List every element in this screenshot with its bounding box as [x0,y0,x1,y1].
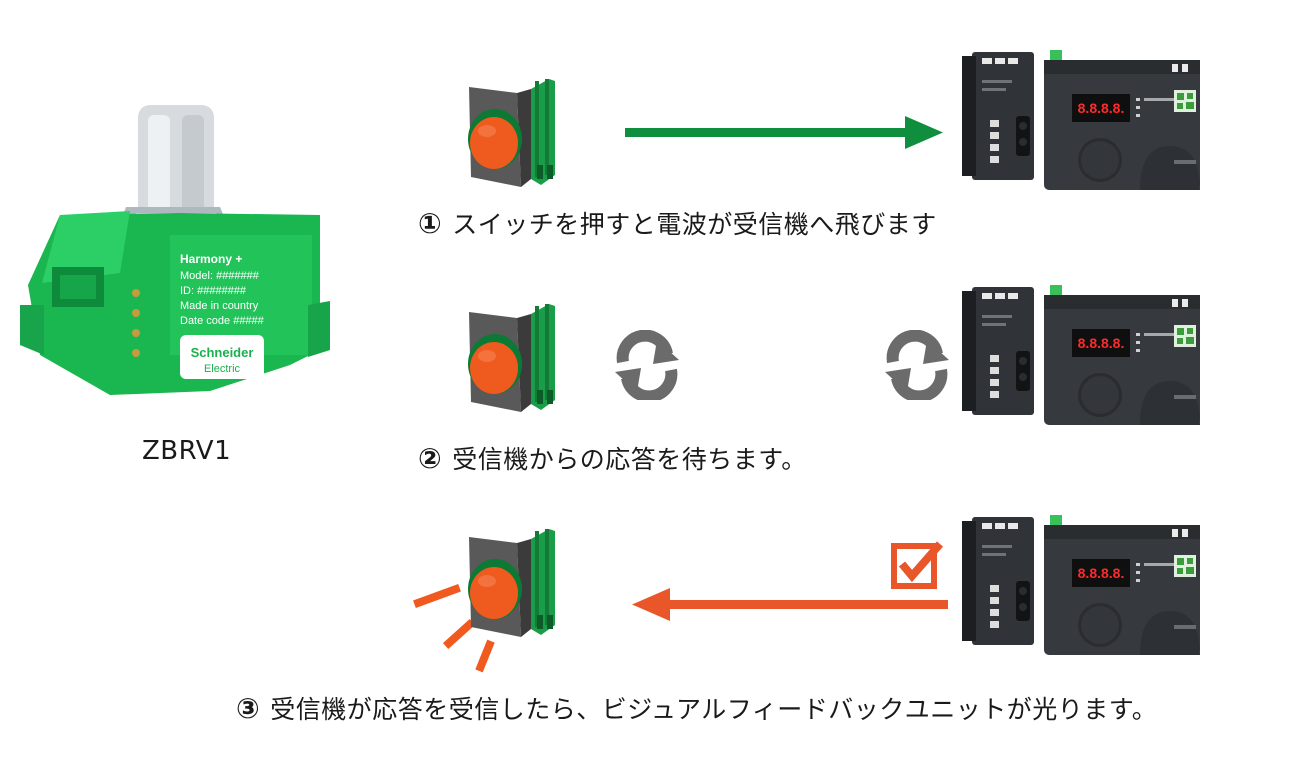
step-1-caption: ① スイッチを押すと電波が受信機へ飛びます [418,205,937,241]
push-button-3 [468,529,555,637]
step-3-caption: ③ 受信機が応答を受信したら、ビジュアルフィードバックユニットが光ります。 [236,690,1157,726]
schneider-logo-line2: Electric [204,363,241,375]
product-name: ZBRV1 [142,436,232,466]
step-3-number: ③ [236,692,261,725]
push-button-1 [468,79,555,187]
module-id: ID: ######## [180,285,247,297]
step-1-number: ① [418,207,443,240]
step-3-text: 受信機が応答を受信したら、ビジュアルフィードバックユニットが光ります。 [270,695,1158,724]
step-1-text: スイッチを押すと電波が受信機へ飛びます [452,210,937,239]
module-date-code: Date code ##### [180,315,265,327]
send-arrow-icon [625,116,943,149]
sync-icon [615,330,679,400]
light-rays-icon [413,584,495,673]
module-made-in: Made in country [180,300,259,312]
module-model: Model: ####### [180,270,260,282]
step-2-caption: ② 受信機からの応答を待ちます。 [418,440,807,476]
return-arrow-icon [632,588,948,621]
step-2-text: 受信機からの応答を待ちます。 [452,445,807,474]
receiver-device-2 [962,285,1200,425]
checkbox-check-icon [891,541,944,589]
receiver-device-3 [962,515,1200,655]
module-brand: Harmony + [180,252,242,266]
schneider-logo-line1: Schneider [191,345,254,360]
push-button-2 [468,304,555,412]
zbrv1-product-image: Harmony + Model: ####### ID: ######## Ma… [20,105,330,395]
receiver-device-1 [962,50,1200,190]
step-2-number: ② [418,442,443,475]
sync-icon [885,330,949,400]
